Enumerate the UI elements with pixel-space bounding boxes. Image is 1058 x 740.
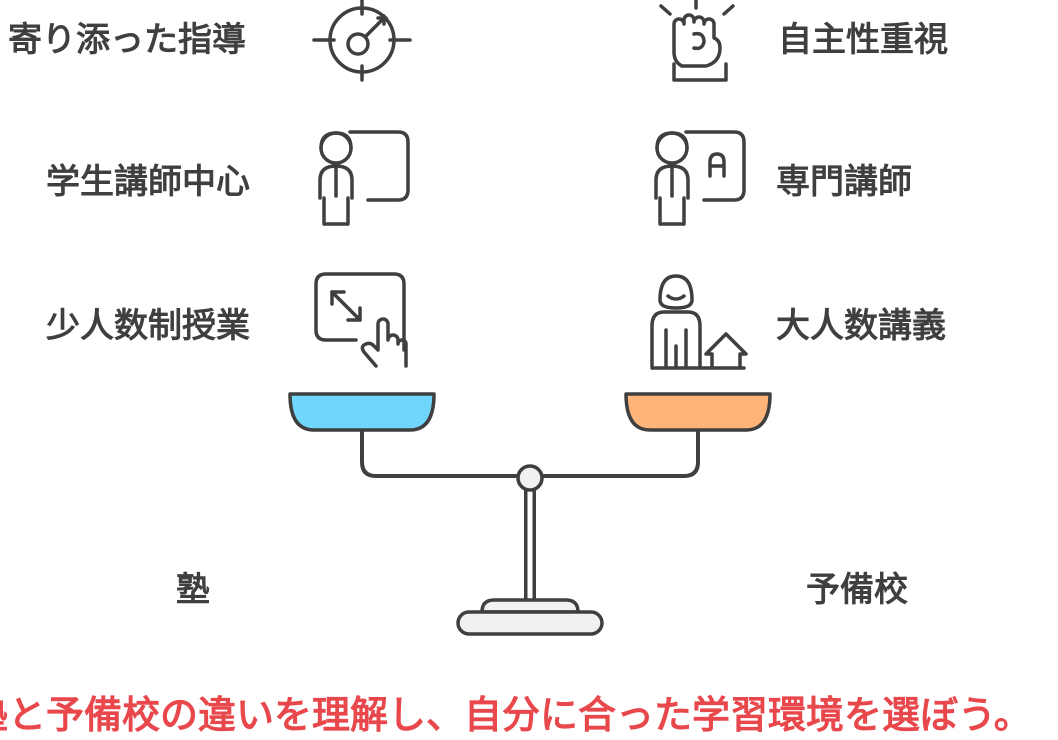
left-feature-3: 少人数制授業 [46, 306, 250, 346]
right-feature-2: 専門講師 [776, 162, 912, 202]
caption: 塾と予備校の違いを理解し、自分に合った学習環境を選ぼう。 [0, 693, 1032, 737]
right-feature-3: 大人数講義 [776, 306, 946, 346]
person-home-icon [650, 274, 748, 370]
raised-fist-icon [659, 0, 735, 82]
left-feature-1: 寄り添った指導 [8, 20, 246, 60]
balance-scale [360, 428, 700, 636]
right-side-title: 予備校 [806, 570, 908, 610]
right-feature-1: 自主性重視 [778, 20, 948, 60]
left-feature-2: 学生講師中心 [46, 162, 250, 202]
pivot [516, 464, 544, 492]
teacher-letter-a-icon [654, 130, 746, 226]
right-pan [624, 392, 772, 432]
target-icon [312, 0, 412, 82]
teacher-board-icon [318, 130, 410, 226]
left-side-title: 塾 [176, 570, 210, 610]
left-pan [288, 392, 436, 432]
touch-resize-icon [314, 272, 408, 368]
